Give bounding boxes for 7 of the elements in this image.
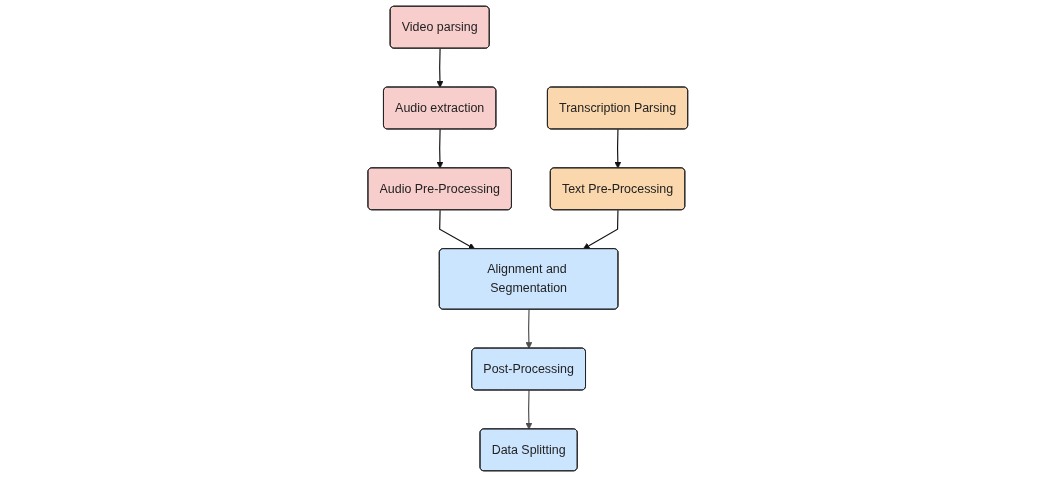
arrow <box>436 47 444 88</box>
arrow <box>525 309 533 349</box>
arrow <box>439 209 476 250</box>
arrow <box>583 209 619 250</box>
arrow <box>525 389 533 430</box>
arrow <box>614 128 622 169</box>
arrow <box>436 128 444 169</box>
